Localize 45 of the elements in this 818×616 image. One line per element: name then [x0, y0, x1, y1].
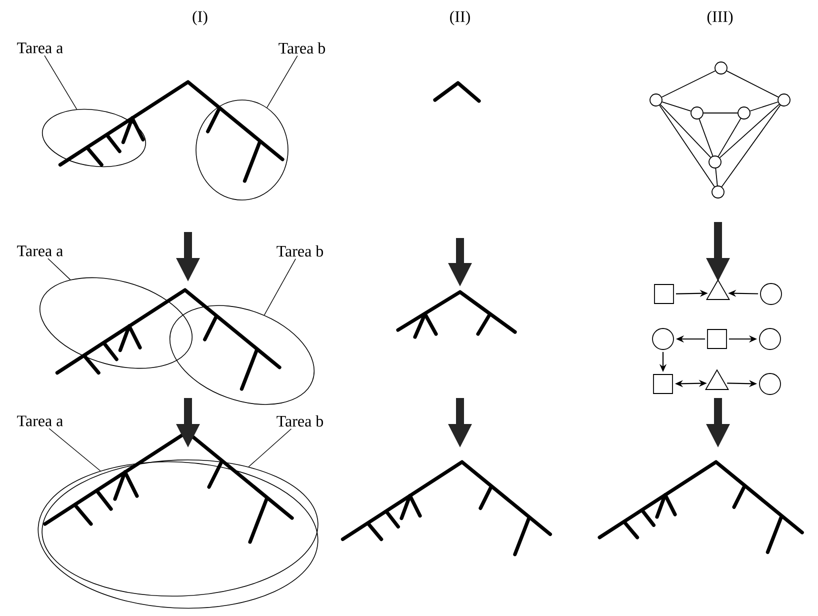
square [707, 329, 727, 349]
circle [690, 106, 704, 120]
square [653, 374, 673, 394]
graph-edge [662, 102, 692, 112]
ellipse-outline [170, 305, 314, 405]
graph-edge [661, 70, 716, 98]
ellipse-outline [39, 277, 193, 369]
leader-line [48, 428, 101, 472]
circle [650, 94, 662, 106]
leader-line [44, 55, 78, 110]
panel-label: (I) [192, 10, 208, 26]
circle [738, 106, 750, 120]
panel-label: (II) [450, 10, 470, 26]
task-label: Tarea b [276, 245, 324, 257]
circle [708, 156, 722, 168]
circle [759, 373, 781, 395]
leader-line [266, 55, 298, 108]
ellipse-outline [196, 100, 288, 200]
graph-edge [719, 104, 780, 158]
graph-edge [703, 112, 738, 114]
circle [778, 94, 790, 106]
leader-line [264, 258, 296, 316]
leader-line [248, 428, 292, 468]
graph-edge [718, 118, 742, 157]
task-label: Tarea b [276, 415, 324, 427]
circle [714, 62, 728, 74]
task-label: Tarea a [17, 42, 63, 54]
panel-label: (III) [707, 10, 733, 26]
ellipse-outline [42, 108, 146, 168]
circle [760, 283, 782, 305]
circle [712, 186, 724, 198]
circle [652, 328, 674, 350]
task-label: Tarea a [17, 246, 63, 256]
circle [759, 328, 781, 350]
graph-edge [660, 104, 712, 158]
leader-line [48, 258, 71, 280]
graph-edge [726, 70, 779, 98]
task-label: Tarea a [17, 416, 63, 426]
graph-edge [721, 104, 781, 188]
square [654, 284, 674, 304]
graph-edge [715, 168, 718, 186]
graph-edge [698, 118, 714, 156]
task-label: Tarea b [278, 42, 326, 54]
graph-edge [750, 102, 778, 112]
graph-edge [659, 104, 715, 188]
